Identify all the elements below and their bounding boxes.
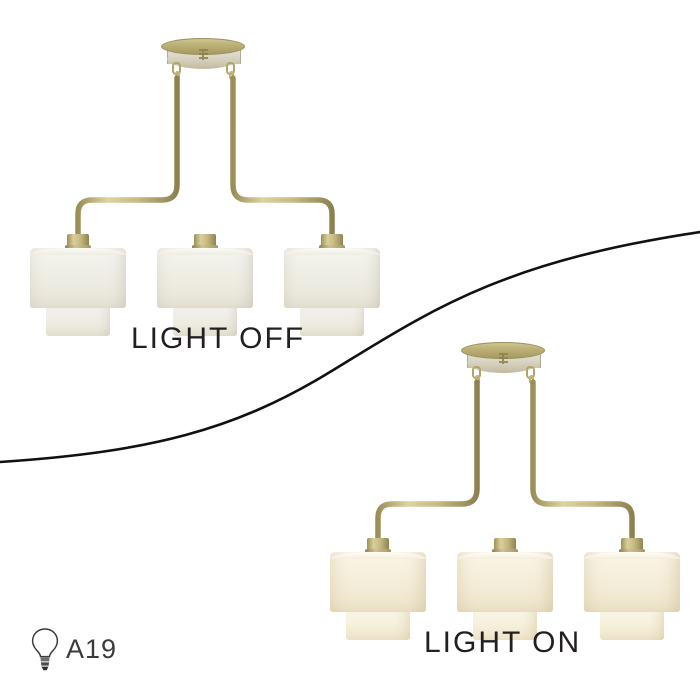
shade-upper-tier <box>157 248 253 308</box>
lamp-shade-on-2 <box>457 552 553 644</box>
lamp-shade-off-2 <box>157 248 253 340</box>
shade-lower-tier <box>299 304 365 336</box>
shade-lower-tier <box>472 608 538 640</box>
canopy-base <box>467 362 539 373</box>
socket-off-2 <box>192 234 218 251</box>
caption-light-off: LIGHT OFF <box>131 322 306 355</box>
shade-top-lip <box>584 552 680 559</box>
lamp-shade-off-3 <box>284 248 380 340</box>
canopy-base <box>167 58 239 69</box>
light-fixture-off <box>0 0 400 336</box>
shade-lower-tier <box>345 608 411 640</box>
shade-lower-tier <box>172 304 238 336</box>
shade-top-lip <box>330 552 426 559</box>
ceiling-canopy-on <box>461 342 545 375</box>
lamp-shade-off-1 <box>30 248 126 340</box>
socket-on-1 <box>365 538 391 555</box>
shade-upper-tier <box>584 552 680 612</box>
socket-off-3 <box>319 234 345 251</box>
shade-top-lip <box>284 248 380 255</box>
light-bulb-icon <box>31 628 59 671</box>
shade-upper-tier <box>330 552 426 612</box>
shade-upper-tier <box>30 248 126 308</box>
shade-lower-tier <box>45 304 111 336</box>
light-fixture-on <box>300 330 700 660</box>
canopy-screw-detail <box>199 49 208 60</box>
shade-top-lip <box>30 248 126 255</box>
lamp-shade-on-3 <box>584 552 680 644</box>
ceiling-canopy-off <box>161 38 245 71</box>
socket-on-3 <box>619 538 645 555</box>
caption-light-on: LIGHT ON <box>424 626 582 659</box>
shade-lower-tier <box>599 608 665 640</box>
shade-top-lip <box>457 552 553 559</box>
bulb-type-label: A19 <box>66 633 118 664</box>
fixture-frame-off <box>75 75 335 243</box>
shade-upper-tier <box>284 248 380 308</box>
bulb-type-badge: A19 <box>28 626 117 672</box>
lamp-shade-on-1 <box>330 552 426 644</box>
socket-on-2 <box>492 538 518 555</box>
shade-upper-tier <box>457 552 553 612</box>
canopy-screw-detail <box>499 353 508 364</box>
shade-top-lip <box>157 248 253 255</box>
socket-off-1 <box>65 234 91 251</box>
